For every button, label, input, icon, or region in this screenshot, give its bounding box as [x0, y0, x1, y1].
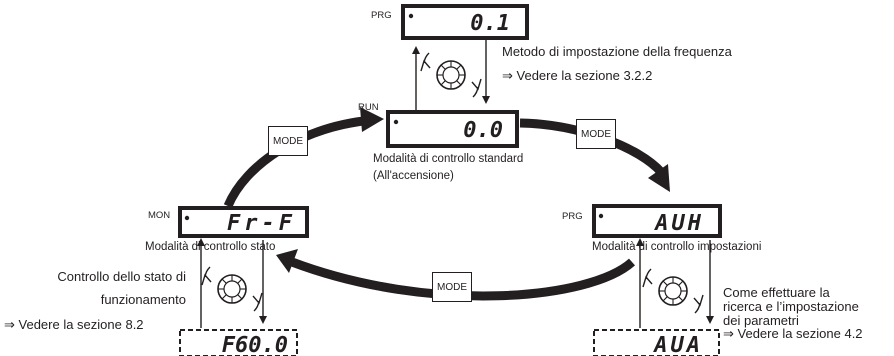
- indicator-run: RUN: [358, 102, 379, 113]
- standard-mode-label: Modalità di controllo standard: [373, 153, 524, 165]
- display-value: 0.0: [463, 118, 503, 143]
- display-value: F60.0: [222, 333, 288, 356]
- display-mon: Fr-F: [178, 206, 309, 238]
- parameter-note-line1: Come effettuare la: [723, 285, 830, 300]
- indicator-mon: MON: [148, 210, 171, 221]
- display-prg-param: AUA: [593, 329, 720, 356]
- mode-button[interactable]: MODE: [268, 126, 308, 156]
- rotary-dial-icon[interactable]: [420, 52, 482, 98]
- parameter-note-line2: ricerca e l’impostazione: [723, 299, 859, 314]
- rotary-dial-icon[interactable]: [642, 268, 704, 314]
- display-value: AUA: [652, 333, 703, 356]
- power-on-label: (All'accensione): [373, 170, 454, 182]
- display-prg-top: 0.1: [401, 4, 529, 40]
- settings-mode-label: Modalità di controllo impostazioni: [592, 241, 762, 253]
- mode-button[interactable]: MODE: [432, 272, 472, 302]
- operation-status-note-line1: Controllo dello stato di: [57, 269, 186, 284]
- parameter-section-ref: ⇒ Vedere la sezione 4.2: [723, 326, 863, 341]
- mode-button[interactable]: MODE: [576, 119, 616, 149]
- display-mon-param: F60.0: [179, 329, 298, 356]
- status-mode-label: Modalità di controllo stato: [145, 241, 276, 253]
- rotary-dial-icon[interactable]: [201, 266, 263, 312]
- parameter-note-line3: dei parametri: [723, 313, 799, 328]
- indicator-prg-right: PRG: [562, 211, 583, 222]
- cycle-arrow-run-to-prg-head: [648, 164, 670, 192]
- operation-status-section-ref: ⇒ Vedere la sezione 8.2: [4, 317, 144, 332]
- cycle-arrow-prg-to-mon-head: [276, 249, 298, 273]
- frequency-section-ref: ⇒ Vedere la sezione 3.2.2: [502, 68, 653, 83]
- display-value: 0.1: [470, 11, 510, 36]
- indicator-prg-top: PRG: [371, 10, 392, 21]
- display-run: 0.0: [386, 110, 519, 148]
- frequency-method-note: Metodo di impostazione della frequenza: [502, 44, 732, 59]
- display-value: AUH: [653, 211, 704, 236]
- display-value: Fr-F: [227, 211, 296, 236]
- display-prg-right: AUH: [592, 204, 722, 238]
- operation-status-note-line2: funzionamento: [100, 292, 186, 307]
- cycle-arrow-prg-to-mon: [290, 257, 636, 301]
- cycle-arrow-mon-to-run-head: [360, 107, 384, 132]
